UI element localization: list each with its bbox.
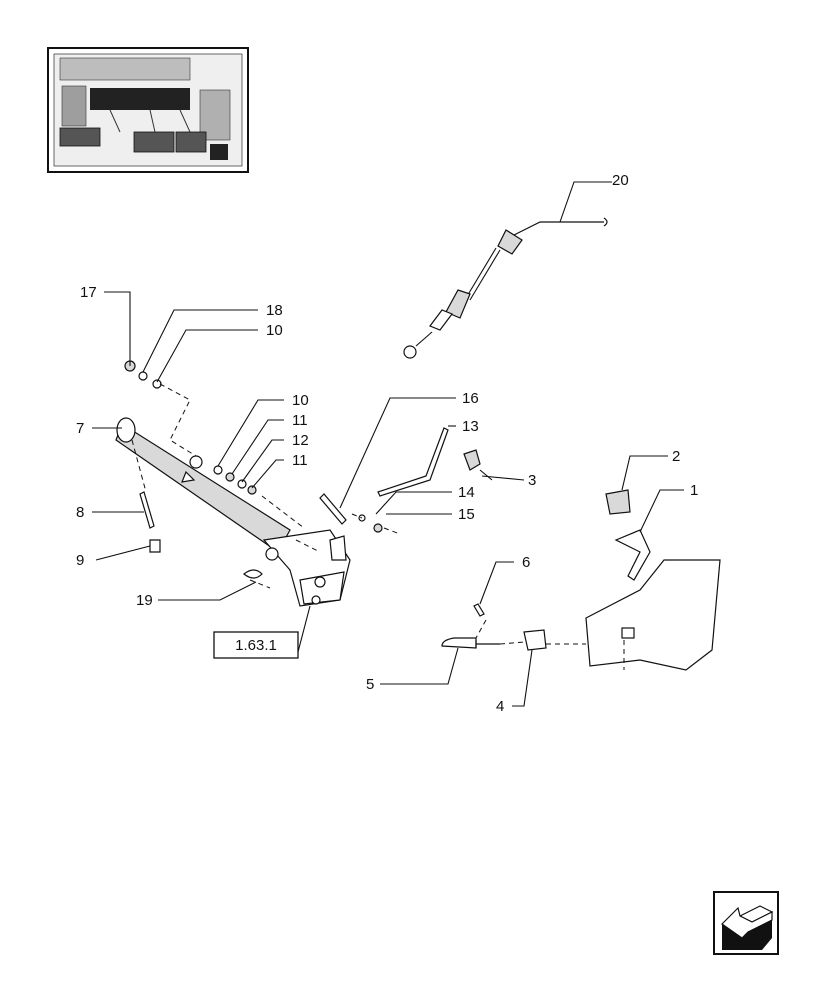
- callout-10: 10: [266, 322, 283, 339]
- cable-assembly: [403, 217, 608, 359]
- callout-9: 9: [76, 552, 84, 569]
- callout-1: 1: [690, 482, 698, 499]
- callout-20: 20: [612, 172, 629, 189]
- pedal-shaft-tube: [115, 417, 291, 553]
- reference-label: 1.63.1: [235, 637, 277, 654]
- reference-box[interactable]: 1.63.1: [213, 631, 299, 659]
- callout-11: 11: [292, 452, 308, 469]
- callout-13: 13: [462, 418, 479, 435]
- callout-18: 18: [266, 302, 283, 319]
- callout-16: 16: [462, 390, 479, 407]
- pedal-bracket: [262, 529, 351, 607]
- pedal-area-thumbnail: [47, 47, 249, 173]
- callout-8: 8: [76, 504, 84, 521]
- callout-7: 7: [76, 420, 84, 437]
- callout-15: 15: [458, 506, 475, 523]
- leader-lines: [92, 181, 684, 707]
- callout-6: 6: [522, 554, 530, 571]
- callout-14: 14: [458, 484, 475, 501]
- callout-5: 5: [366, 676, 374, 693]
- callout-10: 10: [292, 392, 309, 409]
- callout-2: 2: [672, 448, 680, 465]
- return-arrow-icon[interactable]: [713, 891, 779, 955]
- alignment-lines: [131, 383, 625, 670]
- callout-19: 19: [136, 592, 153, 609]
- callout-4: 4: [496, 698, 504, 715]
- small-parts: [124, 360, 721, 671]
- callout-3: 3: [528, 472, 536, 489]
- callout-17: 17: [80, 284, 97, 301]
- callouts: 20 17 18 10 7 10 11 12 11 16 13 3 14 15 …: [76, 172, 698, 715]
- callout-11: 11: [292, 412, 308, 429]
- callout-12: 12: [292, 432, 309, 449]
